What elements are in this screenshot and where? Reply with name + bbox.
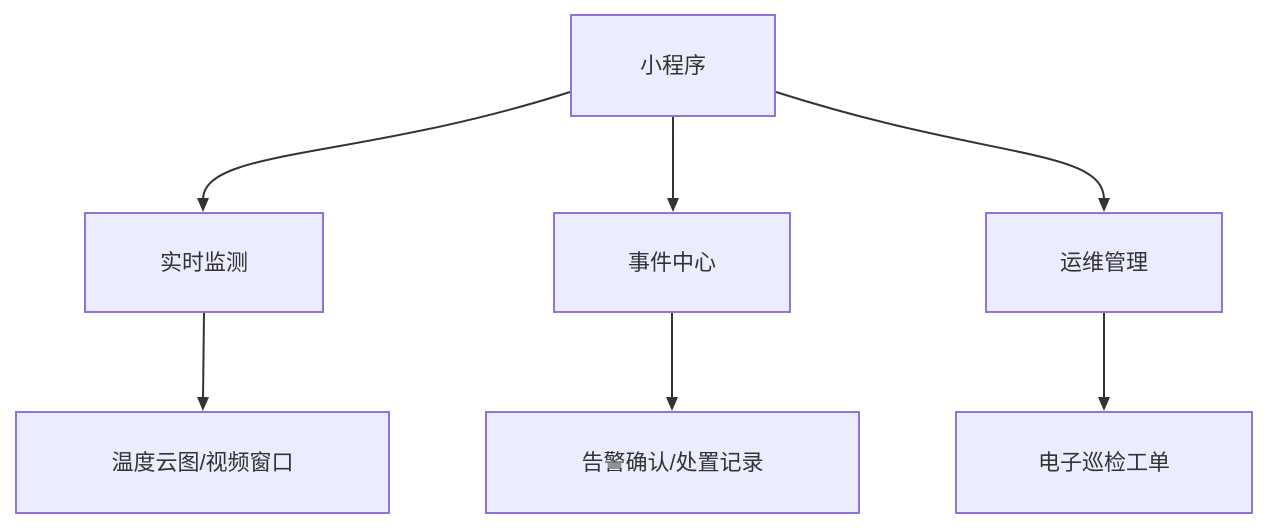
node-mini-program-label: 小程序 [639,52,706,78]
node-realtime-monitoring-label: 实时监测 [159,249,248,275]
node-thermal-cloud-video: 温度云图/视频窗口 [15,411,390,514]
node-ops-management: 运维管理 [985,212,1223,313]
node-thermal-cloud-video-label: 温度云图/视频窗口 [111,449,294,475]
edge-root-to-realtime [197,91,571,212]
node-event-center-label: 事件中心 [627,249,716,275]
node-realtime-monitoring: 实时监测 [84,212,324,313]
node-ops-management-label: 运维管理 [1059,249,1148,275]
edge-realtime-to-thermal [197,312,210,411]
node-alarm-confirm-records: 告警确认/处置记录 [485,411,860,514]
node-electronic-inspection-ticket: 电子巡检工单 [955,411,1253,514]
node-electronic-inspection-ticket-label: 电子巡检工单 [1037,449,1170,475]
node-mini-program: 小程序 [570,14,776,117]
edge-root-to-ops [775,91,1110,212]
node-event-center: 事件中心 [553,212,791,313]
node-alarm-confirm-records-label: 告警确认/处置记录 [581,449,764,475]
